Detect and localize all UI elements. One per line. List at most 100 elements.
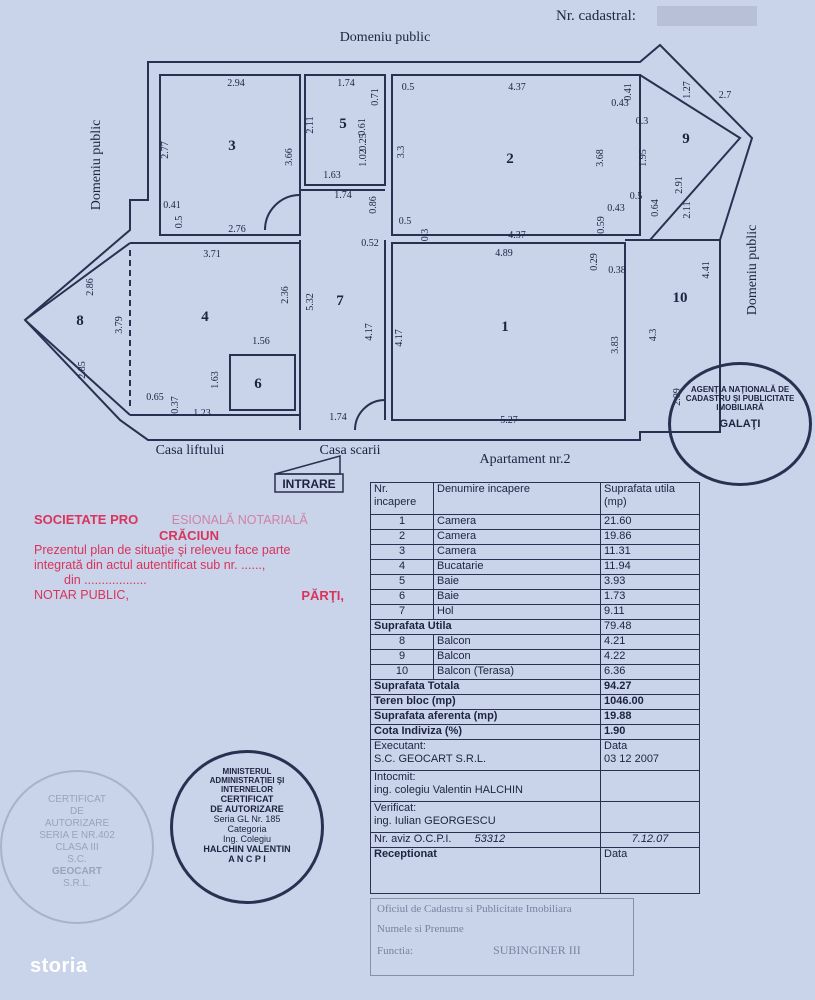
label-lift: Casa liftului: [156, 443, 225, 458]
cell-nr: 2: [370, 529, 434, 545]
aviz-date: 7.12.07: [600, 832, 700, 848]
dimension-label: 0.5: [174, 216, 185, 229]
dimension-label: 0.5: [630, 191, 643, 202]
door-swings: [264, 194, 386, 431]
geocart-stamp: CERTIFICAT DE AUTORIZARE SERIA E NR.402 …: [0, 770, 154, 924]
dimension-label: 1.63: [323, 170, 341, 181]
dimension-label: 2.7: [719, 90, 732, 101]
dimension-label: 1.74: [337, 78, 355, 89]
notary-line3: Prezentul plan de situaţie şi releveu fa…: [34, 543, 291, 557]
room-1: 1: [501, 319, 509, 335]
dimension-label: 4.37: [508, 230, 526, 241]
ocpi-stamp: AGENŢIA NAŢIONALĂ DE CADASTRU ŞI PUBLICI…: [668, 362, 812, 486]
summary-row: Cota Indiviza (%)1.90: [370, 724, 700, 740]
dimension-label: 4.37: [508, 82, 526, 93]
cell-name: Camera: [433, 529, 601, 545]
dimension-label: 1.74: [334, 190, 352, 201]
cell-area: 6.36: [600, 664, 700, 680]
room-6: 6: [254, 376, 262, 392]
summary-row: Teren bloc (mp)1046.00: [370, 694, 700, 710]
dimension-label: 3.66: [284, 148, 295, 166]
dimension-label: 0.41: [623, 83, 634, 101]
reception-line1: Oficiul de Cadastru si Publicitate Imobi…: [377, 903, 572, 915]
geocart-l4: SERIA E NR.402: [39, 830, 115, 841]
dimension-label: 0.5: [399, 216, 412, 227]
th-nr: Nr. incapere: [370, 482, 434, 515]
dimension-label: 0.61: [357, 118, 368, 136]
cadastral-redacted: [657, 6, 757, 26]
cell-name: Baie: [433, 589, 601, 605]
room-3: 3: [228, 138, 236, 154]
dimension-label: 2.85: [77, 361, 88, 379]
useful-value: 79.48: [600, 619, 700, 635]
dimension-label: 5.32: [305, 293, 316, 311]
geocart-l8: S.R.L.: [63, 878, 91, 889]
geocart-l5: CLASA III: [55, 842, 99, 853]
dimension-label: 2.76: [228, 224, 246, 235]
dimension-label: 2.36: [280, 286, 291, 304]
summary-label: Teren bloc (mp): [370, 694, 601, 710]
cell-nr: 9: [370, 649, 434, 665]
reception-stamp: Oficiul de Cadastru si Publicitate Imobi…: [370, 898, 634, 976]
interior-walls: [24, 74, 742, 430]
notary-line1b: ESIONALĂ NOTARIALĂ: [171, 513, 308, 527]
executant-label: Executant:: [374, 740, 426, 752]
cell-area: 4.22: [600, 649, 700, 665]
dimension-label: 2.91: [674, 176, 685, 194]
geocart-l3: AUTORIZARE: [44, 818, 110, 829]
dimension-label: 2.94: [227, 78, 245, 89]
cell-nr: 1: [370, 514, 434, 530]
label-left-public: Domeniu public: [89, 120, 104, 211]
dimension-label: 0.41: [163, 200, 181, 211]
date-label: Data: [604, 740, 628, 752]
ocpi-center: GALAŢI: [719, 418, 761, 430]
cell-name: Balcon: [433, 634, 601, 650]
dimension-label: 0.3: [420, 229, 431, 242]
notary-line6: NOTAR PUBLIC,: [34, 588, 129, 602]
cell-name: Baie: [433, 574, 601, 590]
intocmit: ing. colegiu Valentin HALCHIN: [374, 784, 523, 796]
cell-nr: 10: [370, 664, 434, 680]
dimension-label: 2.77: [160, 141, 171, 159]
reception-line2: Numele si Prenume: [377, 923, 464, 935]
intocmit-label: Intocmit:: [374, 771, 416, 783]
dimension-label: 1.56: [252, 336, 270, 347]
summary-label: Suprafata Totala: [370, 679, 601, 695]
entrance-box: [274, 473, 344, 493]
cell-nr: 6: [370, 589, 434, 605]
dimension-label: 0.59: [596, 216, 607, 234]
dimension-label: 1.23: [193, 408, 211, 419]
dimension-label: 3.79: [114, 316, 125, 334]
notary-stamp: SOCIETATE PRO ESIONALĂ NOTARIALĂ CRĂCIUN…: [34, 512, 344, 603]
cell-name: Camera: [433, 514, 601, 530]
cell-area: 4.21: [600, 634, 700, 650]
geocart-l6: S.C.: [67, 854, 87, 865]
summary-row: Suprafata aferenta (mp)19.88: [370, 709, 700, 725]
aviz-label: Nr. aviz O.C.P.I.: [374, 833, 452, 845]
cell-area: 1.73: [600, 589, 700, 605]
geocart-l7: GEOCART: [52, 866, 102, 877]
dimension-label: 1.63: [210, 371, 221, 389]
dimension-label: 0.43: [611, 98, 629, 109]
th-name: Denumire incapere: [433, 482, 601, 515]
summary-value: 1.90: [600, 724, 700, 740]
dimension-label: 3.83: [610, 336, 621, 354]
receptionat-date-label: Data: [600, 847, 700, 894]
cell-area: 21.60: [600, 514, 700, 530]
dimension-label: 2.11: [305, 116, 316, 133]
dimension-label: 3.68: [595, 149, 606, 167]
room-10: 10: [673, 290, 688, 306]
room-5: 5: [339, 116, 347, 132]
dimension-label: 0.3: [636, 116, 649, 127]
useful-label: Suprafata Utila: [370, 619, 601, 635]
summary-value: 94.27: [600, 679, 700, 695]
